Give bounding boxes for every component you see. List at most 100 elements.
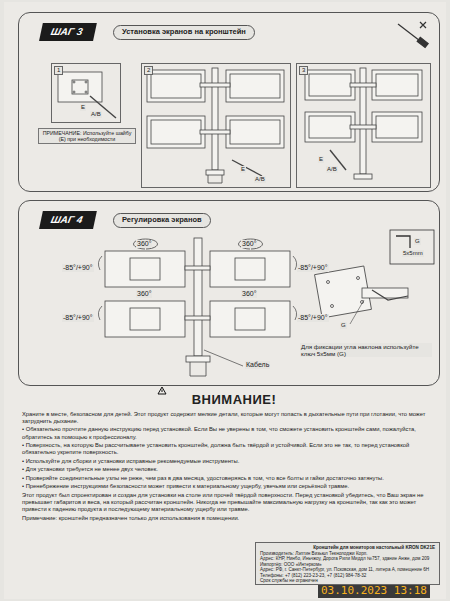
warning-text: • Поверхность, на которую Вы рассчитывае… <box>22 442 438 456</box>
photo-timestamp: 03.10.2023 13:18 <box>318 585 430 598</box>
quad-arm-assembly <box>232 160 262 176</box>
tilt-angle: -85°/+90° <box>62 264 94 272</box>
callout-number: 3 <box>299 66 308 75</box>
monitor-back <box>58 72 116 118</box>
quad-arm-assembly <box>151 74 201 98</box>
vesa-bracket-detail <box>357 277 360 280</box>
note-text: ПРИМЕЧАНИЕ: Используйте шайбу (E) при не… <box>38 128 136 144</box>
monitor-back <box>73 81 75 83</box>
callout-letter: G <box>340 322 347 329</box>
warning-text: • Проверяйте соединительные узлы не реже… <box>22 475 438 482</box>
warning-text: • Для установки требуется не менее двух … <box>22 466 438 473</box>
rotation-angle: 360° <box>136 290 152 298</box>
quad-arm-assembly <box>147 116 205 148</box>
cable-leader <box>98 256 296 320</box>
step-title: ШАГ 4 <box>39 211 96 229</box>
part-letter: E <box>240 166 246 173</box>
monitors-adjust <box>194 238 202 356</box>
quad-arm-assembly <box>200 130 230 134</box>
monitors-adjust <box>185 316 210 320</box>
quad-arm-assembly <box>147 70 205 102</box>
tilt-angle: -85°/+90° <box>62 314 94 322</box>
monitor-back <box>73 91 75 93</box>
monitors-adjust <box>190 362 206 376</box>
warning-heading: ВНИМАНИЕ! <box>22 392 438 408</box>
info-line: Кронштейн для мониторов настольный KRON … <box>256 545 439 551</box>
monitor-back <box>58 72 102 102</box>
tilt-angle: -85°/+90° <box>297 264 329 272</box>
monitor-back <box>72 80 88 94</box>
step-panel: 3 <box>296 63 431 188</box>
warning-text: • Пренебрежение инструкциями безопасност… <box>22 483 438 490</box>
monitors-adjust <box>186 356 210 362</box>
info-line: Импортёр: ООО «Интерком» <box>256 562 439 568</box>
monitor-back <box>90 96 116 118</box>
quad-arm-assembly <box>208 175 222 183</box>
monitors-adjust <box>130 258 160 280</box>
step-frame: ШАГ 4 Регулировка экранов <box>18 200 440 386</box>
quad-arm-assembly <box>372 70 422 100</box>
quad-arm-assembly <box>147 68 284 183</box>
paper <box>4 2 446 599</box>
vesa-bracket-detail <box>331 305 334 308</box>
quad-arm-assembly <box>230 120 280 144</box>
step-subtitle: Регулировка экранов <box>113 213 211 228</box>
cable-label: Кабель <box>245 361 270 369</box>
vesa-bracket-detail <box>350 300 364 324</box>
warning-text: Примечание: кронштейн предназначен тольк… <box>22 515 438 522</box>
quad-arm-assembly <box>372 112 422 142</box>
part-letter: E <box>80 104 86 111</box>
warning-text: Этот продукт был спроектирован и создан … <box>22 492 438 513</box>
warning-text: Храните в месте, безопасном для детей. Э… <box>22 411 438 425</box>
part-letter: A/B <box>326 166 338 173</box>
monitors-adjust <box>210 301 290 337</box>
vesa-bracket-detail <box>327 281 330 284</box>
quad-arm-assembly <box>309 74 351 96</box>
step-frame: ШАГ 3Установка экранов на кронштейн1ПРИМ… <box>18 12 440 192</box>
rotation-angle: 360° <box>241 290 257 298</box>
warning-block: ВНИМАНИЕ! Храните в месте, безопасном для… <box>22 392 438 523</box>
monitors-adjust <box>134 239 158 249</box>
monitors-adjust <box>235 258 265 280</box>
callout-number: 1 <box>54 66 63 75</box>
paper <box>4 2 446 599</box>
quad-arm-assembly <box>350 83 376 87</box>
quad-arm-assembly <box>226 70 284 102</box>
quad-arm-assembly <box>200 83 230 87</box>
quad-arm-assembly <box>354 174 372 179</box>
screwdriver-icon <box>420 22 426 28</box>
info-box: Кронштейн для мониторов настольный KRON … <box>255 542 440 585</box>
quad-arm-assembly <box>305 68 422 179</box>
info-line: Производитель: Лэптин Визьюл Текнолоджи … <box>256 551 439 557</box>
quad-arm-assembly <box>230 74 280 98</box>
quad-arm-assembly <box>305 112 355 142</box>
tool-size: 5x5mm <box>402 250 424 257</box>
warning-sign <box>158 387 166 394</box>
vesa-bracket-detail <box>372 290 408 300</box>
quad-arm-assembly <box>376 116 418 138</box>
step-subtitle: Установка экранов на кронштейн <box>113 25 255 40</box>
quad-arm-assembly <box>226 116 284 148</box>
info-line: Телефоны: +7 (812) 223-23-23, +7 (812) 9… <box>256 573 439 579</box>
vesa-bracket-detail <box>315 266 408 324</box>
part-letter: A/B <box>254 176 266 183</box>
info-line: Срок службы не ограничен <box>256 578 439 584</box>
warning-text: • Используйте для сборки и установки исп… <box>22 458 438 465</box>
quad-arm-assembly <box>350 125 376 129</box>
warning-sign <box>158 387 166 394</box>
warning-sign <box>162 390 163 393</box>
step-panel: 1ПРИМЕЧАНИЕ: Используйте шайбу (E) при н… <box>51 63 121 123</box>
rotation-angle: 360° <box>241 240 257 248</box>
monitors-adjust <box>105 301 185 337</box>
quad-arm-assembly <box>151 120 201 144</box>
monitors-adjust <box>235 308 265 330</box>
step-panel: 2 <box>141 63 291 188</box>
monitors-adjust <box>239 239 263 249</box>
monitors-adjust <box>210 251 290 287</box>
part-letter: A/B <box>90 111 102 118</box>
vesa-bracket-detail <box>362 288 408 298</box>
tool-letter: G <box>414 238 421 245</box>
wrench-icon <box>390 230 434 264</box>
part-letter: E <box>318 156 324 163</box>
